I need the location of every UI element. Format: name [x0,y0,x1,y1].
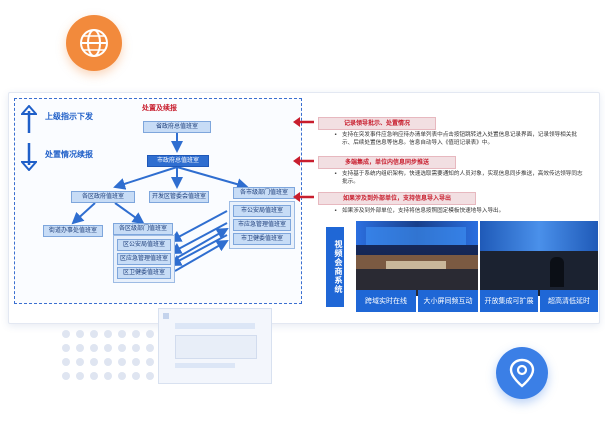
feature-text-1: 支持在突发事件应急响应待办清单列表中点击按钮跳转进入处置信息记录界面，记录领导相… [334,131,588,147]
district-dept-item: 区卫健委值班室 [117,267,171,279]
node-city: 市政府总值班室 [147,155,209,167]
up-arrow-icon [21,105,37,133]
city-dept-item: 市应急管理值班室 [233,219,291,231]
feature-tag-3: 如果涉及到外部单位，支持信息导入导出 [318,192,476,205]
legend-down-label: 处置情况续报 [45,150,93,159]
feature-tag-2: 多端集成，单位内信息同步推送 [318,156,456,169]
district-dept-item: 区公安局值班室 [117,239,171,251]
feature-button-4: 超高清低延时 [540,290,598,312]
flow-connectors [71,133,249,272]
globe-icon [66,15,122,71]
district-dept-group: 区公安局值班室 区应急管理值班室 区卫健委值班室 [113,235,175,283]
city-dept-item: 市公安局值班室 [233,205,291,217]
legend-up-label: 上级指示下发 [45,112,93,121]
node-street: 街道办事处值班室 [43,225,103,237]
section-title: 处置及续报 [142,104,177,112]
node-district: 各区政府值班室 [71,191,135,203]
feature-button-1: 跨域实时在线 [356,290,416,312]
feature-button-2: 大小屏同频互动 [418,290,478,312]
city-dept-group: 市公安局值班室 市应急管理值班室 市卫健委值班室 [229,201,295,249]
decorative-dots [62,330,172,402]
video-system-title: 视频会商系统 [326,227,344,307]
city-dept-item: 市卫健委值班室 [233,233,291,245]
node-kaifa: 开发区管委会值班室 [149,191,209,203]
feature-text-3: 如果涉及到外部单位，支持将信息按照固定模板快速地导入导出。 [334,207,588,215]
node-province: 省政府总值班室 [143,121,211,133]
down-arrow-icon [21,143,37,171]
node-district-dept: 各区级部门值班室 [113,223,173,235]
feature-tag-1: 记录领导批示、处置情况 [318,117,436,130]
red-arrow-icon [293,117,314,202]
node-city-dept: 各市级部门值班室 [233,187,295,199]
mini-window-illustration [158,308,272,384]
conference-photo-left [356,221,478,296]
feature-button-3: 开放集成可扩展 [480,290,538,312]
location-pin-icon [496,347,548,399]
district-dept-item: 区应急管理值班室 [117,253,171,265]
conference-photo-right [480,221,598,296]
flow-diagram-panel: 上级指示下发 处置情况续报 处置及续报 省政府总值班室 市政府总值班室 各区政府… [14,98,302,304]
feature-text-2: 支持基于系统内组织架构，快速选取需要通知的人员对象，实现信息同步推送，高效传达领… [334,170,588,186]
